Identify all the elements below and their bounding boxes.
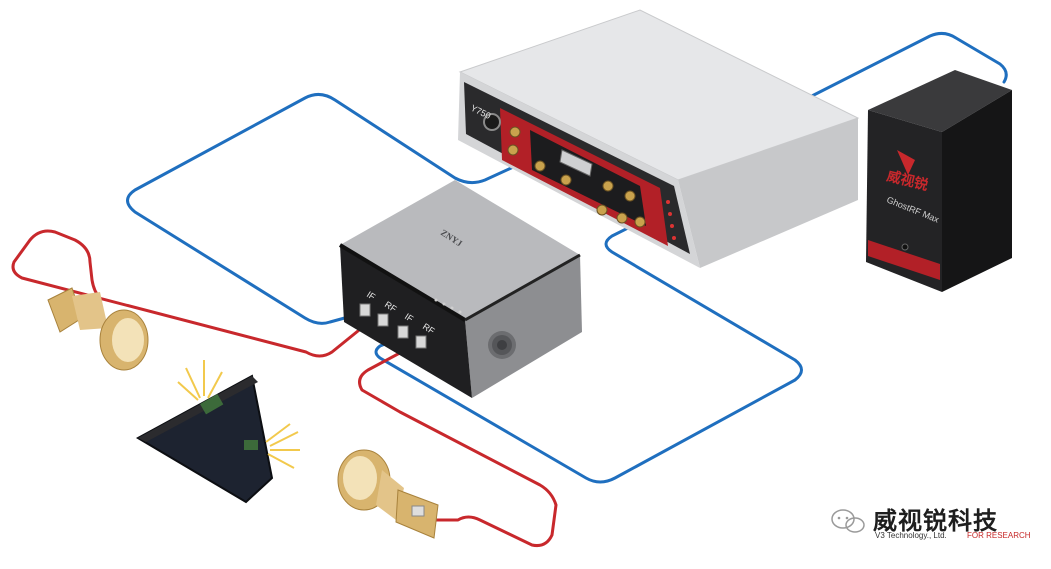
watermark: 威视锐科技 V3 Technology., Ltd. FOR RESEARCH [829,505,1031,545]
computer-top-panel [868,70,1012,132]
converter-side-panel [465,255,582,398]
status-led-icon [666,200,670,204]
computer-red-strip [868,240,940,280]
analyzer-port-icon [509,126,521,138]
device-under-test [135,360,300,504]
analyzer-side-panel [678,118,858,268]
network-cable-analyzer-to-computer [798,31,1008,104]
converter-connector-icon [377,313,389,327]
watermark-tagline: FOR RESEARCH [967,531,1031,540]
status-led-icon [668,212,672,216]
horn-antenna-top [47,287,149,371]
host-computer: 威视锐 GhostRF Max [866,70,1012,292]
computer-side-panel [942,90,1012,292]
dut-chip-icon [244,440,258,450]
cables [11,31,1008,547]
converter-connector-icon [397,325,409,339]
horn-antenna-bottom [337,449,439,539]
status-led-icon [672,236,676,240]
converter-front-panel [340,245,472,398]
analyzer-port-icon [616,212,628,224]
horn-waveguide [72,292,108,330]
wechat-icon [831,509,865,533]
converter-connector-icon [359,303,371,317]
analyzer-port-icon [602,180,614,192]
signal-analyzer-y750: Y750 [458,9,860,268]
rf-cable-converter-to-horn-bottom [358,338,558,547]
computer-power-button-icon [901,243,909,251]
if-cable-analyzer-to-converter [126,93,524,325]
converter-connector-icon [415,335,427,349]
rf-cable-converter-to-horn-top [11,229,376,358]
analyzer-dsub-connector [559,149,593,177]
watermark-subtitle: V3 Technology., Ltd. [875,531,947,540]
frequency-converter: ZNYJ IF RF IF RF [338,180,582,398]
converter-edge [338,243,467,322]
analyzer-inner-panel [530,130,646,226]
converter-edge [464,253,581,322]
watermark-title: 威视锐科技 [873,507,998,535]
analyzer-port-icon [560,174,572,186]
power-button-icon [483,113,501,131]
dut-frame [138,376,258,442]
analyzer-port-icon [634,216,646,228]
if-cable-analyzer-to-converter-2 [374,220,803,484]
horn-connector-icon [411,505,425,517]
converter-vent-grille [488,331,516,359]
v3-logo-icon [897,150,915,175]
status-led-icon [670,224,674,228]
emission-rays-icon [177,360,300,469]
converter-top-panel [340,180,580,320]
analyzer-port-icon [534,160,546,172]
analyzer-port-icon [596,204,608,216]
dut-chip-icon [200,394,224,415]
analyzer-port-icon [507,144,519,156]
analyzer-port-icon [624,190,636,202]
